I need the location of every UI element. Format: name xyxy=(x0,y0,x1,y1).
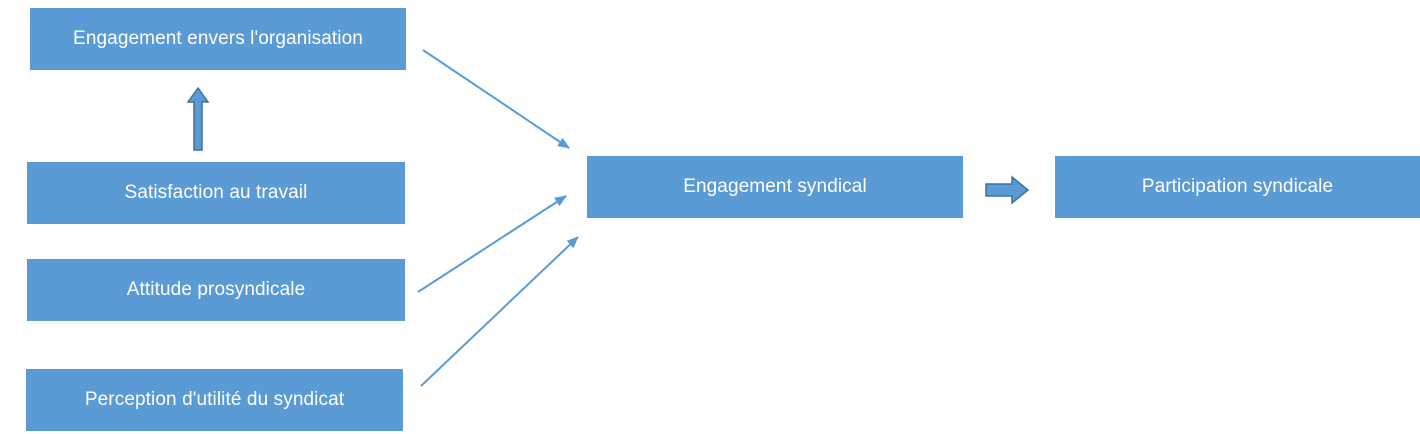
arrow-att-to-eng xyxy=(417,195,567,293)
block-arrow-sat-to-org xyxy=(186,86,210,151)
node-label: Engagement envers l'organisation xyxy=(73,28,363,49)
node-label: Satisfaction au travail xyxy=(124,182,308,203)
node-label: Engagement syndical xyxy=(683,176,867,197)
arrow-org-to-eng xyxy=(422,49,570,149)
node-engagement-organisation: Engagement envers l'organisation xyxy=(30,8,406,70)
node-label: Participation syndicale xyxy=(1141,176,1334,197)
arrow-per-to-eng xyxy=(420,236,579,387)
node-participation-syndicale: Participation syndicale xyxy=(1055,156,1420,218)
node-satisfaction-travail: Satisfaction au travail xyxy=(27,162,405,224)
node-perception-utilite: Perception d'utilité du syndicat xyxy=(26,369,403,431)
node-engagement-syndical: Engagement syndical xyxy=(587,156,963,218)
node-label: Perception d'utilité du syndicat xyxy=(84,389,345,410)
node-attitude-prosyndicale: Attitude prosyndicale xyxy=(27,259,405,321)
block-arrow-eng-to-part xyxy=(985,175,1030,205)
node-label: Attitude prosyndicale xyxy=(126,279,306,300)
